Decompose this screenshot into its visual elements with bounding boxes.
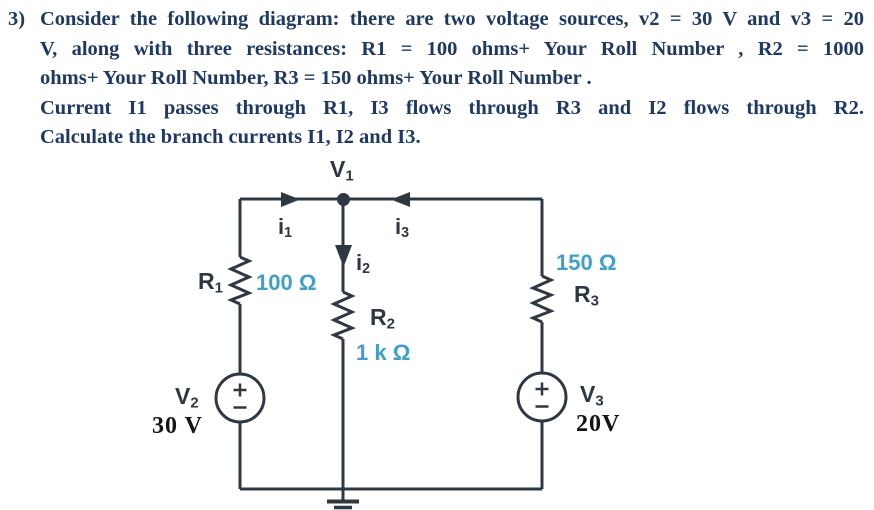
node-junction-dot	[337, 193, 350, 206]
plus-icon	[233, 383, 247, 397]
resistor-r3-label: R3	[574, 281, 599, 310]
resistor-r2-label: R2	[370, 304, 395, 333]
resistor-r2-value: 1 k Ω	[356, 340, 411, 365]
resistor-r1-zigzag	[227, 255, 253, 306]
node-v1-label: V1	[330, 156, 354, 185]
voltage-source-v2-circle	[214, 372, 266, 424]
problem-line-2: V, along with three resistances: R1 = 10…	[40, 37, 864, 60]
resistor-r3-zigzag	[529, 274, 555, 324]
arrow-down-i2-icon	[335, 245, 352, 267]
source-v2-label: V2	[175, 383, 199, 412]
arrow-right-i1-icon	[281, 192, 300, 207]
problem-line-4: Current I1 passes through R1, I3 flows t…	[40, 96, 864, 119]
resistor-r2-zigzag	[330, 290, 356, 341]
current-i2-label: i2	[356, 250, 371, 278]
voltage-source-v3-circle	[516, 371, 568, 423]
current-i1-label: i1	[278, 214, 293, 242]
plus-icon	[535, 382, 549, 396]
problem-statement: 3) Consider the following diagram: there …	[8, 5, 864, 153]
resistor-r1-value: 100 Ω	[256, 270, 317, 295]
source-v3-value: 20V	[576, 411, 621, 437]
problem-number: 3)	[8, 8, 26, 30]
problem-line-5: Calculate the branch currents I1, I2 and…	[40, 126, 421, 148]
problem-line-1: 3) Consider the following diagram: there …	[8, 5, 864, 35]
resistor-r1-label: R1	[198, 268, 223, 297]
current-i3-label: i3	[395, 214, 410, 242]
source-v3-label: V3	[580, 381, 604, 410]
problem-line-3: ohms+ Your Roll Number, R3 = 150 ohms+ Y…	[40, 67, 592, 89]
arrow-left-i3-icon	[391, 192, 410, 207]
source-v2-value: 30 V	[152, 413, 203, 439]
ground-icon	[327, 499, 359, 510]
problem-line-1-text: Consider the following diagram: there ar…	[40, 8, 864, 30]
resistor-r3-value: 150 Ω	[556, 250, 617, 275]
